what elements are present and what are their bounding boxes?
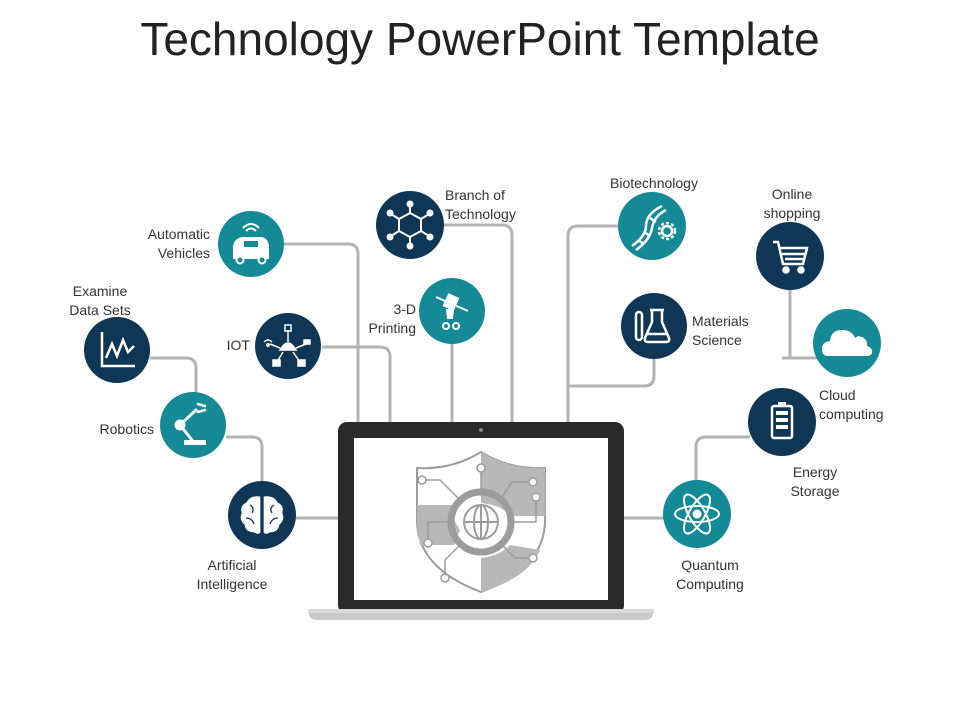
label-biotechnology: Biotechnology <box>594 174 714 193</box>
label-line: Data Sets <box>69 302 131 318</box>
label-line: Science <box>692 332 742 348</box>
label-line: Technology <box>445 206 516 222</box>
brain-icon <box>239 494 285 536</box>
label-line: computing <box>819 406 884 422</box>
label-artificial-intelligence: Artificial Intelligence <box>182 556 282 594</box>
line-graph-icon <box>100 332 135 368</box>
label-line: Computing <box>676 576 744 592</box>
label-materials-science: Materials Science <box>692 312 749 350</box>
iot-node <box>255 313 321 379</box>
car-icon <box>233 223 269 265</box>
biotechnology-node <box>618 192 686 260</box>
connector-lines <box>150 223 832 520</box>
label-line: Cloud <box>819 387 856 403</box>
quantum-computing-node <box>663 480 731 548</box>
label-quantum-computing: Quantum Computing <box>660 556 760 594</box>
robot-arm-icon <box>174 402 207 445</box>
label-online-shopping: Online shopping <box>742 185 842 223</box>
atom-icon <box>674 493 720 535</box>
automatic-vehicles-node <box>218 211 284 277</box>
label-examine-data-sets: Examine Data Sets <box>52 282 148 320</box>
label-energy-storage: Energy Storage <box>765 463 865 501</box>
label-line: Branch of <box>445 187 505 203</box>
shield-globe-icon <box>416 450 546 594</box>
label-cloud-computing: Cloud computing <box>819 386 884 424</box>
page-title: Technology PowerPoint Template <box>140 13 820 65</box>
materials-science-node <box>621 293 687 359</box>
battery-icon <box>770 402 794 440</box>
label-line: Storage <box>790 483 840 499</box>
printer-nozzle-icon <box>435 293 469 330</box>
label-iot: IOT <box>200 336 250 355</box>
network-icon <box>263 324 311 367</box>
label-line: 3-D <box>393 301 416 317</box>
dna-gear-icon <box>631 204 677 252</box>
label-line: Automatic <box>147 226 210 242</box>
flask-icon <box>634 308 671 344</box>
label-line: Online <box>771 186 813 202</box>
label-line: Quantum <box>681 557 739 573</box>
shopping-cart-icon <box>773 240 809 274</box>
label-branch-of-technology: Branch of Technology <box>445 186 516 224</box>
label-automatic-vehicles: Automatic Vehicles <box>120 225 210 263</box>
label-line: Materials <box>692 313 749 329</box>
label-line: Intelligence <box>196 576 268 592</box>
online-shopping-node <box>756 222 824 290</box>
molecule-icon <box>386 200 434 250</box>
label-line: shopping <box>763 205 821 221</box>
label-line: Vehicles <box>157 245 210 261</box>
label-line: Energy <box>792 464 838 480</box>
label-line: Biotechnology <box>610 175 698 191</box>
branch-of-technology-node <box>376 191 444 259</box>
robotics-node <box>160 392 226 458</box>
energy-storage-node <box>748 388 816 456</box>
label-line: Robotics <box>99 421 154 437</box>
cloud-computing-node <box>813 309 881 377</box>
label-line: Examine <box>72 283 128 299</box>
label-line: Printing <box>368 320 416 336</box>
printing-3d-node <box>419 278 485 344</box>
label-line: IOT <box>226 337 250 353</box>
artificial-intelligence-node <box>228 481 296 549</box>
label-line: Artificial <box>207 557 257 573</box>
label-3d-printing: 3-D Printing <box>350 300 416 338</box>
label-robotics: Robotics <box>70 420 154 439</box>
cloud-icon <box>822 330 873 356</box>
examine-data-sets-node <box>84 317 150 383</box>
